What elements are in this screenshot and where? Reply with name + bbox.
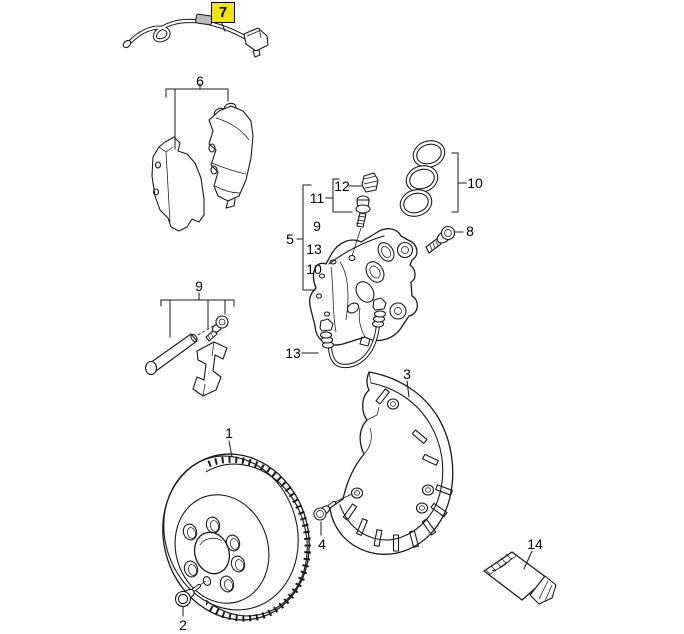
callout-9-list[interactable]: 9 (313, 218, 321, 234)
callout-11[interactable]: 11 (309, 190, 325, 206)
sensor-clip (195, 13, 213, 26)
seal-rings (399, 140, 446, 217)
disc-screw (174, 580, 207, 608)
bleeder-cap (361, 172, 379, 193)
grease-tube (483, 551, 557, 605)
brake-hose (319, 297, 387, 369)
callout-2[interactable]: 2 (179, 617, 187, 633)
callout-8[interactable]: 8 (466, 223, 474, 239)
brake-disc (162, 453, 311, 622)
sensor-connector (243, 27, 269, 52)
callout-5[interactable]: 5 (286, 231, 294, 247)
brake-pad-left (151, 136, 205, 232)
bleeder-valve (351, 195, 371, 257)
callout-10-seals[interactable]: 10 (467, 175, 483, 191)
callout-10-list[interactable]: 10 (306, 261, 322, 277)
callout-14[interactable]: 14 (527, 536, 543, 552)
callout-3[interactable]: 3 (403, 366, 411, 382)
splash-shield (329, 371, 454, 555)
callout-7[interactable]: 7 (211, 2, 235, 23)
callout-6[interactable]: 6 (196, 73, 204, 89)
brake-caliper (309, 228, 418, 347)
shield-bolt (313, 493, 353, 521)
callout-9-pins[interactable]: 9 (195, 278, 203, 294)
wear-sensor-wire (122, 13, 269, 58)
guide-bolt (425, 225, 456, 254)
pad-retention-kit (144, 315, 229, 397)
callout-4[interactable]: 4 (318, 536, 326, 552)
leader-lines (160, 20, 533, 617)
callout-13-hose[interactable]: 13 (285, 345, 301, 361)
brake-pad-right (208, 102, 254, 209)
callout-1[interactable]: 1 (225, 425, 233, 441)
callout-13-list[interactable]: 13 (306, 241, 322, 257)
callout-12[interactable]: 12 (334, 178, 350, 194)
